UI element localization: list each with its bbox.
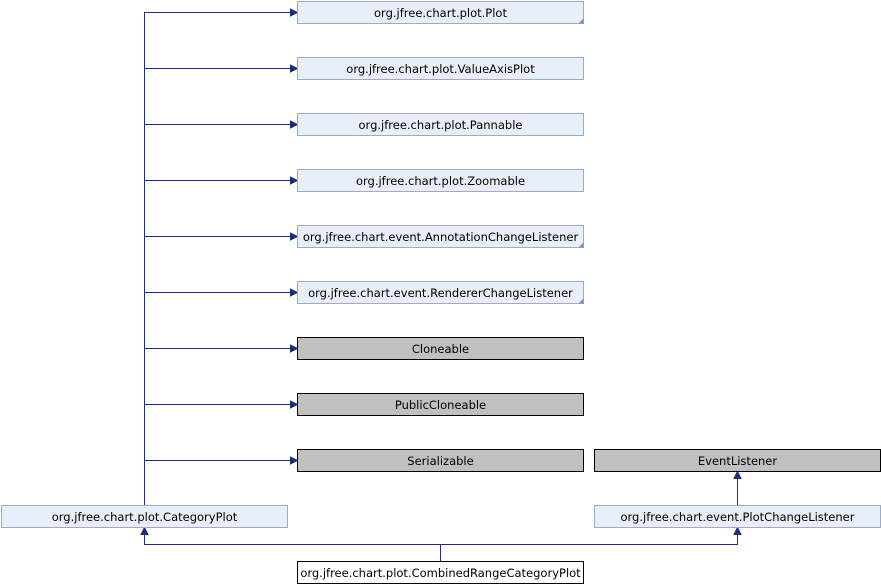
class-label: org.jfree.chart.plot.CategoryPlot [52, 510, 238, 524]
class-label: PublicCloneable [395, 398, 486, 412]
class-box [297, 337, 584, 360]
edge-line [440, 534, 738, 562]
class-box [297, 57, 584, 80]
class-label: org.jfree.chart.plot.Zoomable [356, 174, 525, 188]
class-box [297, 1, 584, 24]
arrowhead-icon [290, 176, 299, 185]
class-box [297, 225, 584, 248]
class-label: org.jfree.chart.plot.CombinedRangeCatego… [300, 566, 581, 580]
edge-category-plot-to-renderer-change-listener [144, 288, 299, 506]
fold-corner-icon [578, 18, 584, 24]
edge-category-plot-to-pannable [144, 120, 299, 506]
class-box [297, 393, 584, 416]
arrowhead-icon [290, 400, 299, 409]
class-box [297, 113, 584, 136]
edge-category-plot-to-plot [144, 8, 299, 506]
class-node-pannable[interactable]: org.jfree.chart.plot.Pannable [297, 113, 584, 136]
class-node-combined-range-category-plot: org.jfree.chart.plot.CombinedRangeCatego… [297, 561, 584, 584]
arrowhead-icon [733, 526, 742, 535]
class-box [297, 449, 584, 472]
arrowhead-icon [290, 288, 299, 297]
class-node-category-plot[interactable]: org.jfree.chart.plot.CategoryPlot [1, 505, 288, 528]
edge-line [144, 236, 290, 506]
class-label: EventListener [698, 454, 777, 468]
edge-category-plot-to-public-cloneable [144, 400, 299, 506]
fold-corner-icon [578, 298, 584, 304]
class-label: org.jfree.chart.plot.ValueAxisPlot [346, 62, 535, 76]
edge-line [144, 534, 441, 562]
edge-line [144, 292, 290, 506]
class-node-plot[interactable]: org.jfree.chart.plot.Plot [297, 1, 584, 24]
class-node-renderer-change-listener[interactable]: org.jfree.chart.event.RendererChangeList… [297, 281, 584, 304]
edges-layer [140, 8, 742, 562]
edge-line [144, 460, 290, 506]
edge-line [144, 404, 290, 506]
class-node-zoomable[interactable]: org.jfree.chart.plot.Zoomable [297, 169, 584, 192]
class-label: org.jfree.chart.event.PlotChangeListener [621, 510, 855, 524]
arrowhead-icon [290, 64, 299, 73]
edge-line [144, 180, 290, 506]
edge-line [144, 12, 290, 506]
class-label: org.jfree.chart.event.AnnotationChangeLi… [303, 230, 579, 244]
class-node-cloneable[interactable]: Cloneable [297, 337, 584, 360]
class-node-annotation-change-listener[interactable]: org.jfree.chart.event.AnnotationChangeLi… [297, 225, 584, 248]
class-node-public-cloneable[interactable]: PublicCloneable [297, 393, 584, 416]
class-label: org.jfree.chart.plot.Pannable [359, 118, 523, 132]
edge-category-plot-to-serializable [144, 456, 299, 506]
class-box [1, 505, 288, 528]
class-label: org.jfree.chart.event.RendererChangeList… [308, 286, 573, 300]
edge-line [144, 124, 290, 506]
class-node-value-axis-plot[interactable]: org.jfree.chart.plot.ValueAxisPlot [297, 57, 584, 80]
arrowhead-icon [290, 120, 299, 129]
fold-corner-icon [578, 242, 584, 248]
edge-line [144, 348, 290, 506]
class-node-serializable[interactable]: Serializable [297, 449, 584, 472]
arrowhead-icon [290, 232, 299, 241]
edge-combined-range-category-plot-to-plot-change-listener [440, 526, 742, 562]
edge-combined-range-category-plot-to-category-plot [140, 526, 441, 562]
class-label: org.jfree.chart.plot.Plot [374, 6, 507, 20]
class-box [297, 169, 584, 192]
class-node-event-listener[interactable]: EventListener [594, 449, 881, 472]
arrowhead-icon [290, 456, 299, 465]
edge-category-plot-to-zoomable [144, 176, 299, 506]
class-label: Cloneable [412, 342, 469, 356]
edge-line [144, 68, 290, 506]
edge-category-plot-to-annotation-change-listener [144, 232, 299, 506]
edge-category-plot-to-value-axis-plot [144, 64, 299, 506]
edge-plot-change-listener-to-event-listener [733, 470, 742, 506]
arrowhead-icon [140, 526, 149, 535]
arrowhead-icon [290, 344, 299, 353]
arrowhead-icon [290, 8, 299, 17]
class-label: Serializable [407, 454, 473, 468]
class-node-plot-change-listener[interactable]: org.jfree.chart.event.PlotChangeListener [594, 505, 881, 528]
arrowhead-icon [733, 470, 742, 479]
edge-category-plot-to-cloneable [144, 344, 299, 506]
class-box [297, 281, 584, 304]
